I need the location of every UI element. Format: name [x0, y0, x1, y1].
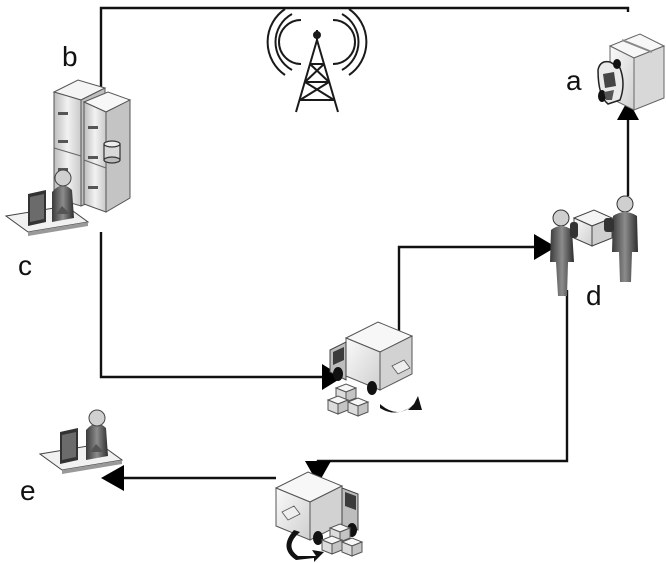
node-label-c: c [18, 252, 32, 280]
desktop-operator-icon [40, 410, 122, 474]
package-car-icon [598, 34, 664, 110]
person-left-icon [550, 210, 574, 296]
delivery-truck-icon [328, 322, 422, 416]
curved-arrow-icon [380, 396, 422, 413]
node-label-b: b [62, 43, 78, 71]
edge-b-to-truck1 [101, 232, 326, 377]
arrowhead-into-e [101, 465, 124, 491]
handoff-package-icon [570, 210, 614, 246]
radio-tower-icon [268, 9, 367, 112]
delivery-truck-icon [276, 472, 362, 562]
arrowheads [88, 100, 639, 491]
node-label-a: a [566, 67, 582, 95]
edge-truck1-to-d [399, 247, 536, 350]
node-label-d: d [586, 282, 602, 310]
database-icon [104, 141, 120, 163]
car-icon [598, 59, 623, 104]
edge-a-to-b [101, 8, 628, 118]
node-label-e: e [20, 477, 36, 505]
cargo-boxes-icon [328, 384, 368, 416]
person-right-icon [612, 196, 638, 282]
